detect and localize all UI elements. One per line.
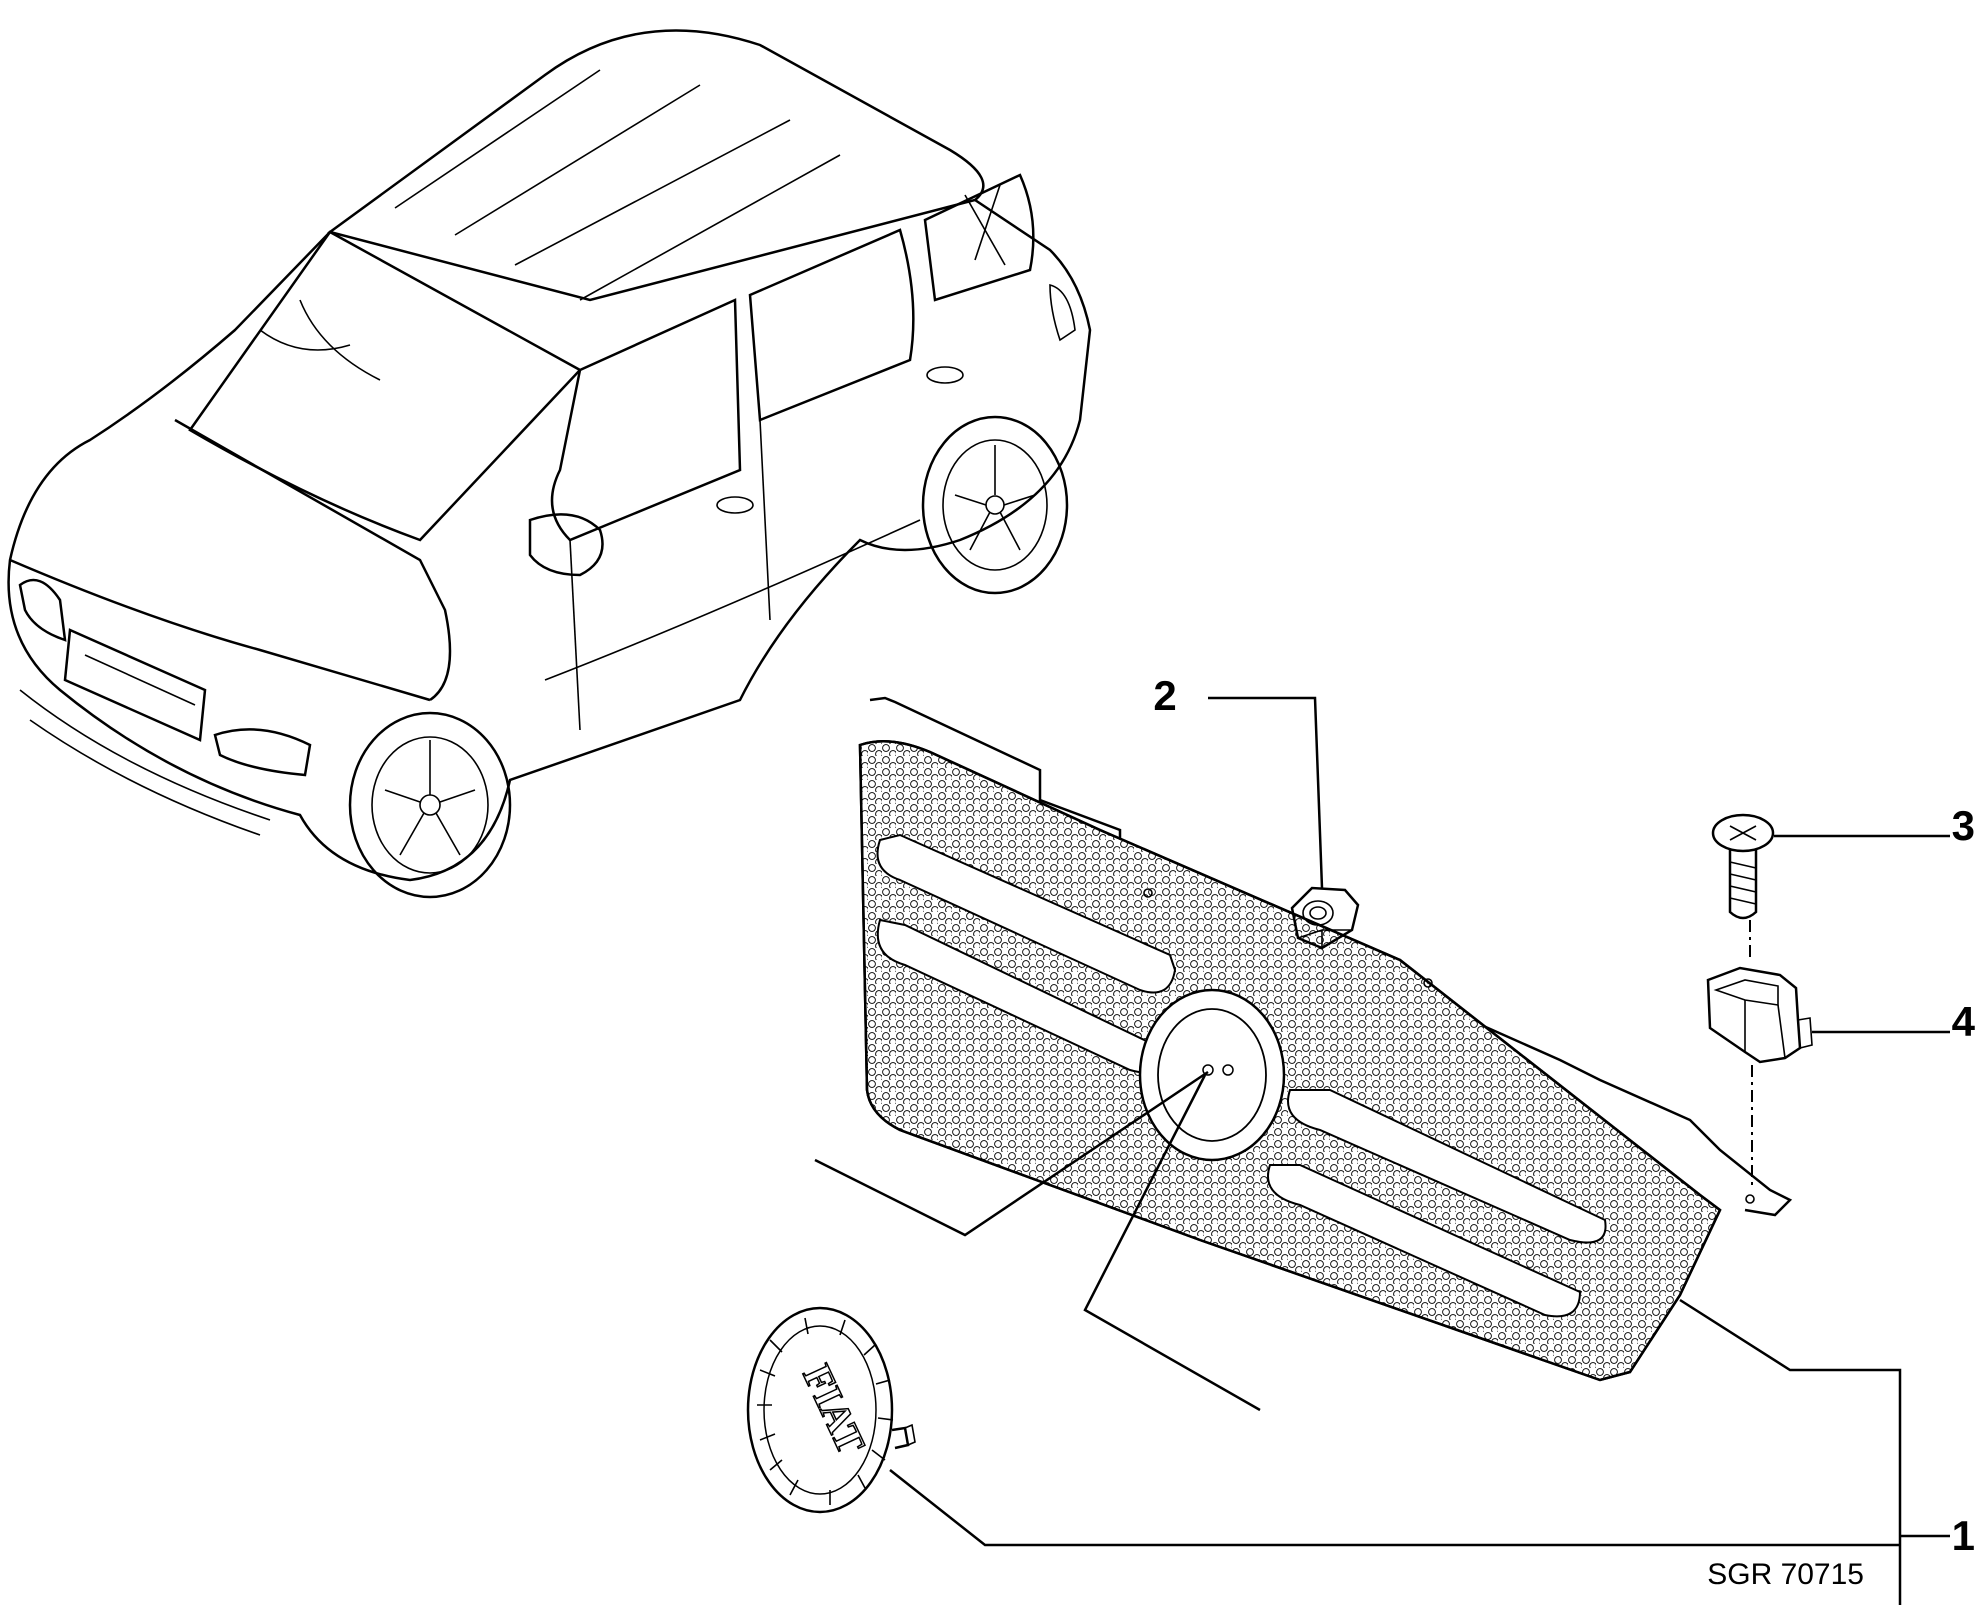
leader-lines <box>814 696 1950 1605</box>
callout-2: 2 <box>1153 672 1176 719</box>
grille-illustration <box>858 696 1793 1382</box>
emblem-illustration: FIAT <box>746 1306 916 1514</box>
clip-illustration <box>1706 966 1813 1064</box>
callout-4: 4 <box>1952 998 1976 1045</box>
nut-illustration <box>1290 886 1360 950</box>
callout-3: 3 <box>1952 802 1975 849</box>
screw-illustration <box>1711 813 1775 920</box>
car-illustration <box>7 29 1092 899</box>
drawing-reference-code: SGR 70715 <box>1707 1558 1864 1591</box>
callout-1: 1 <box>1952 1512 1975 1559</box>
